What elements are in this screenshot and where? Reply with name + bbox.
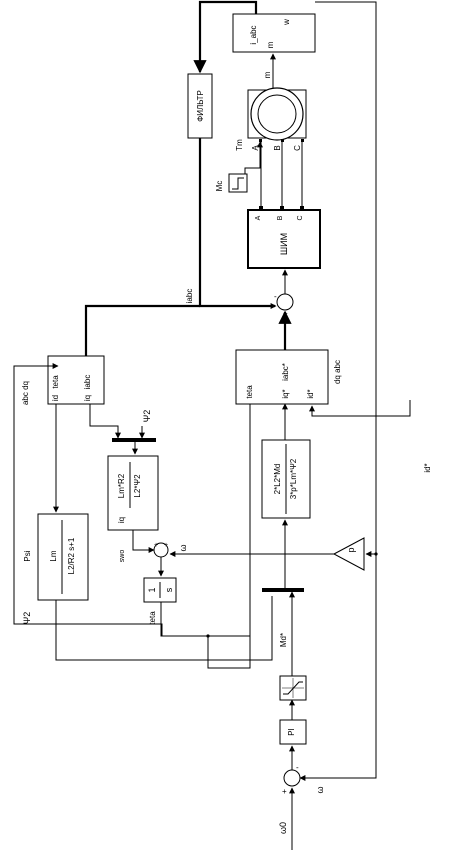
teta-label: teta xyxy=(148,611,157,625)
pwm-port-a xyxy=(259,206,263,210)
current-sum xyxy=(276,293,294,311)
pwm-label: ШИМ xyxy=(279,233,289,255)
psi2-mux-label: Ψ2 xyxy=(142,410,152,423)
slip-sum-plus-1: + xyxy=(154,542,158,549)
iq-to-mux xyxy=(89,404,121,439)
p-gain-label: p xyxy=(346,547,356,552)
torque-mux xyxy=(262,588,304,592)
omega-feedback-line xyxy=(299,1,377,781)
current-sum-minus: - xyxy=(274,292,277,301)
tm-label: Tm xyxy=(235,139,244,151)
iq-calc-num: 2*L2*Md xyxy=(273,464,282,495)
speed-sum xyxy=(283,769,301,787)
flux-block xyxy=(37,513,89,601)
id-star-input xyxy=(309,400,411,417)
iabc-feedback-top xyxy=(193,0,258,74)
integ-out xyxy=(160,376,251,669)
motor-inner xyxy=(257,94,297,134)
swo-label: swo xyxy=(119,550,126,563)
abc-dq-title: abc dq xyxy=(21,381,30,405)
psi2-feedback xyxy=(55,596,273,661)
flux-numerator: Lm xyxy=(49,550,58,561)
pwm-port-a-label: A xyxy=(255,215,262,220)
omega-feedback-label: ω xyxy=(315,786,325,793)
psi2-out-label: Ψ2 xyxy=(22,612,32,625)
mc-label: Mc xyxy=(215,181,224,192)
slip-sum-plus-2: + xyxy=(164,542,168,549)
motor-port-a xyxy=(259,139,262,142)
teta-to-inv-park xyxy=(208,385,253,637)
dq-abc-block xyxy=(235,349,329,405)
omega0-label: ω0 xyxy=(278,822,288,834)
abc-dq-iq: iq xyxy=(83,395,92,401)
dq-abc-iq-star: iq* xyxy=(281,389,290,398)
speed-sum-plus: + xyxy=(282,787,287,796)
abc-dq-iabc: iabc xyxy=(83,375,92,390)
sensor-iabc-label: i_abc xyxy=(249,25,258,44)
omega-label: ω xyxy=(178,544,188,551)
motor-port-c xyxy=(301,139,304,142)
pwm-port-b xyxy=(280,206,284,210)
integrator-den: s xyxy=(164,587,174,592)
id-star-input-label: id* xyxy=(423,463,432,472)
omega-junction xyxy=(374,552,378,556)
slip-mux xyxy=(112,438,156,442)
teta-to-park xyxy=(13,363,163,636)
sensor-m-label: m xyxy=(266,41,275,48)
m-label: m xyxy=(263,71,272,78)
slip-iq-port: iq xyxy=(117,517,126,523)
iabc-to-park xyxy=(79,304,200,370)
pwm-port-c-label: C xyxy=(297,215,304,220)
p-gain-block xyxy=(332,537,365,571)
slip-block xyxy=(107,455,159,531)
speed-sum-minus: - xyxy=(296,763,299,772)
filter-label: ФИЛЬТР xyxy=(196,90,205,122)
iq-calc-den: 3*p*Lm*Ψ2 xyxy=(289,458,298,499)
abc-dq-teta: teta xyxy=(51,375,60,389)
dq-abc-id-star: id* xyxy=(306,389,315,398)
pwm-port-b-label: B xyxy=(277,215,284,220)
integrator-num: 1 xyxy=(147,587,157,592)
motor-phase-c: C xyxy=(293,145,302,151)
motor-phase-b: B xyxy=(273,145,282,150)
dq-abc-title: dq abc xyxy=(333,360,342,384)
pi-label: PI xyxy=(287,728,296,736)
md-star-label: Md* xyxy=(279,633,288,647)
slip-numerator: Lm*R2 xyxy=(117,473,126,498)
step-icon xyxy=(232,177,244,190)
slip-denominator: L2*Ψ2 xyxy=(133,474,142,498)
dq-abc-iabc-star: iabc* xyxy=(281,363,290,381)
speed-sensor-block xyxy=(232,13,316,53)
slip-to-sum xyxy=(132,530,155,553)
filter-block xyxy=(187,73,213,139)
sensor-w-label: w xyxy=(282,19,291,26)
dq-abc-teta: teta xyxy=(245,385,254,399)
motor-phase-a: A xyxy=(251,145,260,151)
teta-junction xyxy=(206,634,210,638)
pwm-port-c xyxy=(300,206,304,210)
iabc-label: iabc xyxy=(185,289,194,304)
flux-denominator: L2/R2 s+1 xyxy=(67,537,76,574)
psi-label: Psi xyxy=(23,550,32,561)
pi-block xyxy=(279,719,307,745)
abc-dq-id: id xyxy=(51,395,60,401)
motor-port-b xyxy=(281,139,284,142)
